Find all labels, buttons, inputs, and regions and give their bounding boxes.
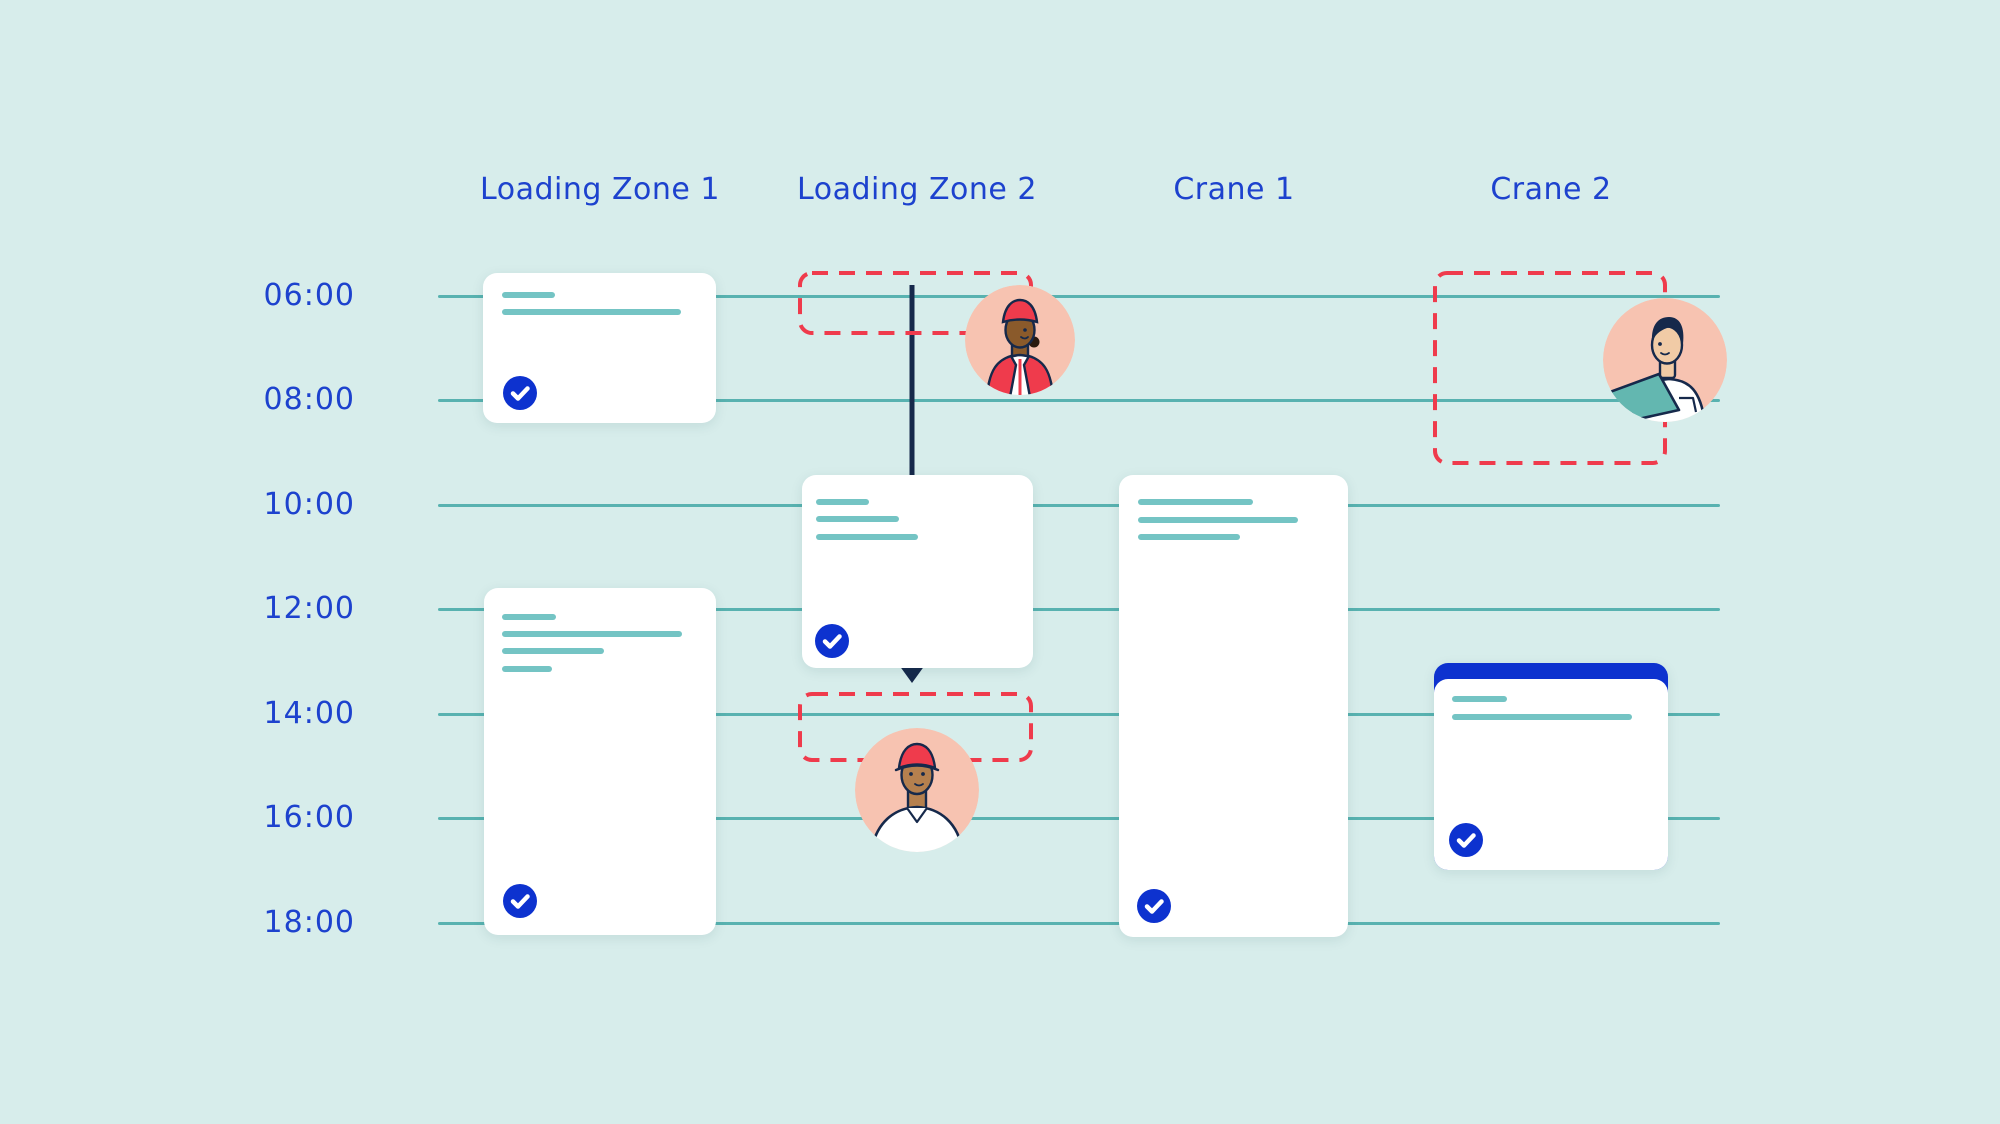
grid-line-1200: [438, 608, 1720, 611]
time-label-1800: 18:00: [263, 905, 355, 940]
grid-line-1800: [438, 922, 1720, 925]
grid-line-0800: [438, 399, 1720, 402]
grid-line-1400: [438, 713, 1720, 716]
check-icon: [1137, 889, 1171, 923]
time-label-0800: 08:00: [263, 382, 355, 417]
task-card-loading-zone-1-afternoon[interactable]: [484, 588, 716, 935]
column-header-crane-1: Crane 1: [1173, 172, 1295, 207]
status-badge: [1137, 889, 1171, 923]
column-header-loading-zone-1: Loading Zone 1: [480, 172, 720, 207]
worker-red-vest-illustration: [965, 285, 1075, 395]
placeholder-title-line: [1138, 499, 1253, 505]
status-badge: [503, 376, 537, 410]
placeholder-title-line: [816, 499, 869, 505]
person-laptop-avatar[interactable]: [1603, 298, 1727, 422]
task-card-loading-zone-2[interactable]: [802, 475, 1033, 668]
column-header-crane-2: Crane 2: [1490, 172, 1612, 207]
placeholder-title-line: [502, 292, 555, 298]
time-label-1200: 12:00: [263, 591, 355, 626]
status-badge: [815, 624, 849, 658]
worker-white-shirt-illustration: [855, 728, 979, 852]
placeholder-text-line: [502, 309, 681, 315]
column-header-loading-zone-2: Loading Zone 2: [797, 172, 1037, 207]
grid-line-0600: [438, 295, 1720, 298]
task-card-crane-2[interactable]: [1434, 663, 1668, 870]
placeholder-text-line: [1138, 534, 1240, 540]
worker-hardhat-vest-avatar[interactable]: [965, 285, 1075, 395]
placeholder-text-line: [1452, 714, 1632, 720]
placeholder-text-line: [502, 666, 552, 672]
time-label-1000: 10:00: [263, 487, 355, 522]
placeholder-title-line: [502, 614, 556, 620]
person-with-laptop-illustration: [1603, 298, 1727, 422]
placeholder-text-line: [816, 516, 899, 522]
time-label-0600: 06:00: [263, 278, 355, 313]
check-icon: [503, 376, 537, 410]
grid-line-1600: [438, 817, 1720, 820]
status-badge: [503, 884, 537, 918]
placeholder-title-line: [1452, 696, 1507, 702]
placeholder-text-line: [816, 534, 918, 540]
placeholder-text-line: [1138, 517, 1298, 523]
check-icon: [815, 624, 849, 658]
worker-hardhat-shirt-avatar[interactable]: [855, 728, 979, 852]
placeholder-text-line: [502, 631, 682, 637]
check-icon: [503, 884, 537, 918]
placeholder-text-line: [502, 648, 604, 654]
task-card-loading-zone-1-morning[interactable]: [483, 273, 716, 423]
check-icon: [1449, 823, 1483, 857]
status-badge: [1449, 823, 1483, 857]
grid-line-1000: [438, 504, 1720, 507]
time-label-1400: 14:00: [263, 696, 355, 731]
time-label-1600: 16:00: [263, 800, 355, 835]
task-card-crane-1[interactable]: [1119, 475, 1348, 937]
